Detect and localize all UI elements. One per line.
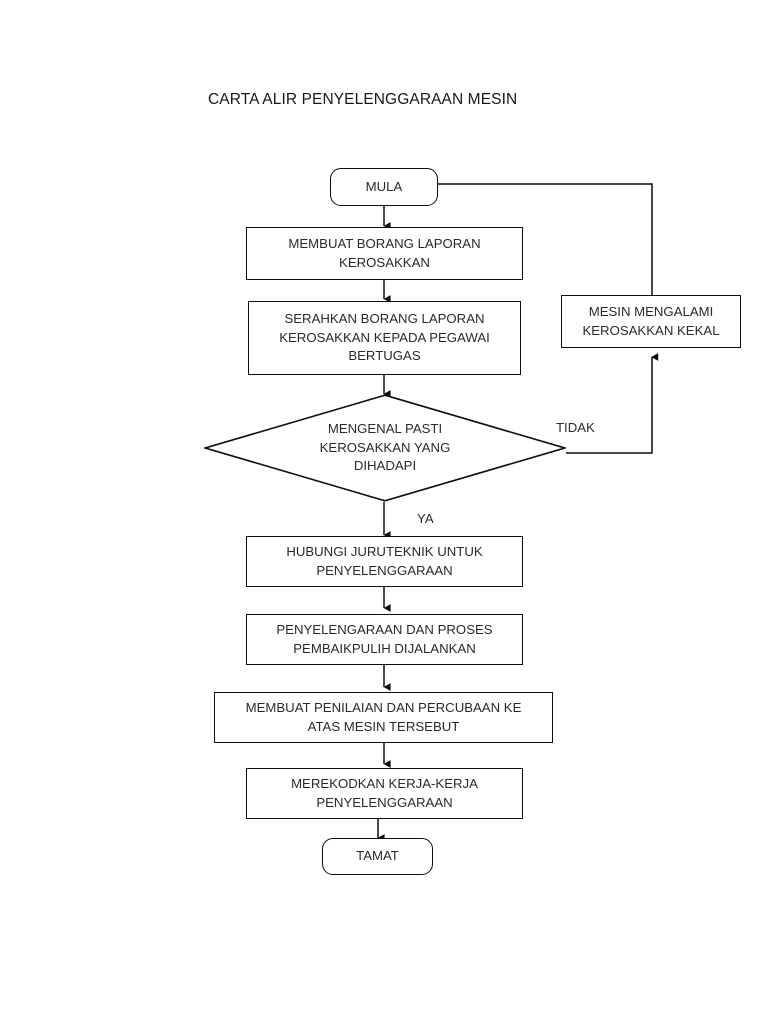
node-tamat-label: TAMAT bbox=[356, 848, 399, 864]
node-membuat-borang-label: MEMBUAT BORANG LAPORAN KEROSAKKAN bbox=[288, 235, 481, 270]
node-merekodkan-kerja[interactable]: MEREKODKAN KERJA-KERJA PENYELENGGARAAN bbox=[246, 768, 523, 819]
edge-label-tidak: TIDAK bbox=[556, 420, 595, 435]
page-title: CARTA ALIR PENYELENGGARAAN MESIN bbox=[208, 91, 518, 108]
node-merekodkan-kerja-label: MEREKODKAN KERJA-KERJA PENYELENGGARAAN bbox=[291, 775, 478, 810]
edge-kekal-to-mula bbox=[427, 180, 653, 295]
node-serahkan-borang[interactable]: SERAHKAN BORANG LAPORAN KEROSAKKAN KEPAD… bbox=[248, 301, 521, 375]
edge-mengenal-to-kekal bbox=[566, 353, 659, 454]
node-mula[interactable]: MULA bbox=[330, 168, 438, 206]
node-hubungi-juruteknik[interactable]: HUBUNGI JURUTEKNIK UNTUK PENYELENGGARAAN bbox=[246, 536, 523, 587]
node-penyelengaraan-proses[interactable]: PENYELENGARAAN DAN PROSES PEMBAIKPULIH D… bbox=[246, 614, 523, 665]
node-mula-label: MULA bbox=[365, 178, 403, 194]
node-mengenal-pasti[interactable]: MENGENAL PASTI KEROSAKKAN YANG DIHADAPI bbox=[204, 394, 566, 502]
node-tamat[interactable]: TAMAT bbox=[322, 838, 433, 875]
node-penyelengaraan-proses-label: PENYELENGARAAN DAN PROSES PEMBAIKPULIH D… bbox=[276, 621, 493, 656]
node-mesin-kerosakkan-kekal[interactable]: MESIN MENGALAMI KEROSAKKAN KEKAL bbox=[561, 295, 741, 348]
node-membuat-penilaian[interactable]: MEMBUAT PENILAIAN DAN PERCUBAAN KE ATAS … bbox=[214, 692, 553, 743]
node-membuat-penilaian-label: MEMBUAT PENILAIAN DAN PERCUBAAN KE ATAS … bbox=[245, 699, 522, 734]
node-mengenal-pasti-label: MENGENAL PASTI KEROSAKKAN YANG DIHADAPI bbox=[319, 420, 451, 474]
node-mesin-kerosakkan-kekal-label: MESIN MENGALAMI KEROSAKKAN KEKAL bbox=[582, 303, 720, 338]
node-serahkan-borang-label: SERAHKAN BORANG LAPORAN KEROSAKKAN KEPAD… bbox=[279, 310, 490, 364]
edge-label-ya: YA bbox=[417, 511, 434, 526]
node-hubungi-juruteknik-label: HUBUNGI JURUTEKNIK UNTUK PENYELENGGARAAN bbox=[286, 543, 483, 578]
decision-diamond-shape bbox=[204, 394, 566, 502]
node-membuat-borang[interactable]: MEMBUAT BORANG LAPORAN KEROSAKKAN bbox=[246, 227, 523, 280]
